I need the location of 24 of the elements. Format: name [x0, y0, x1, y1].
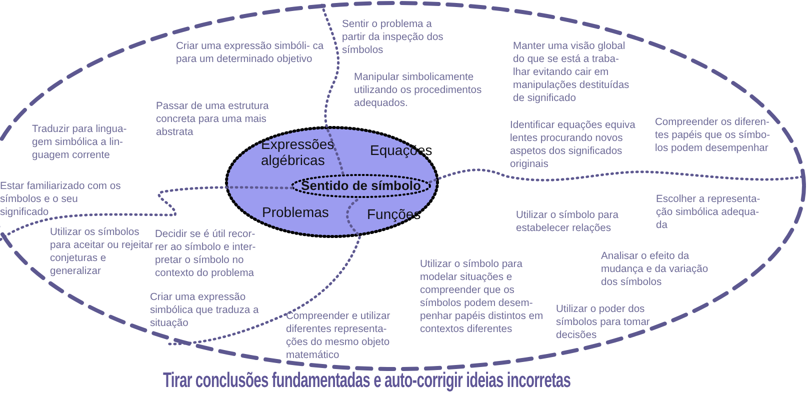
statement-text: Passar de uma estrutura concreta para uma mais abstrata: [156, 100, 270, 139]
outer-boundary: [0, 1, 806, 371]
statement-text: Estar familiarizado com os símbolos e o seu significado: [0, 180, 122, 219]
core-concept-oval: [291, 174, 431, 198]
statement-text: Sentir o problema a partir da inspeção dos símbolos: [342, 18, 444, 57]
banner-text: Tirar conclusões fundamentadas e auto-corrigir ideias incorretas: [163, 369, 571, 393]
statement-text: Criar uma expressão simbólica que traduza a situação: [150, 291, 260, 330]
statement-text: Utilizar o símbolo para modelar situações e compreender que os símbolos podem desem- penhar papéis distintos em contextos diferentes: [420, 258, 544, 336]
statement-text: Identificar equações equiva lentes procurando novos aspetos dos significados originais: [510, 119, 636, 171]
statement-text: Decidir se é útil recor- rer ao símbolo e inter- pretar o símbolo no contexto do problema: [155, 228, 257, 280]
statement-text: Utilizar o símbolo para estabelecer relações: [516, 209, 620, 235]
region-label: Expressões algébricas: [261, 136, 336, 168]
concept-title: Sentido de símbolo: [300, 178, 422, 194]
concept-oval: [225, 126, 439, 238]
statement-text: Compreender e utilizar diferentes representa- ções do mesmo objeto matemático: [286, 310, 392, 362]
statement-text: Manter uma visão global do que se está a traba- lhar evitando cair em manipulações destituídas de significado: [513, 40, 630, 105]
statement-text: Escolher a representa- ção simbólica adequa- da: [656, 193, 762, 232]
statement-text: Utilizar o poder dos símbolos para tomar decisões: [556, 303, 651, 342]
statement-text: Analisar o efeito da mudança e da variação dos símbolos: [601, 250, 710, 289]
statement-text: Manipular simbolicamente utilizando os procedimentos adequados.: [354, 71, 483, 110]
region-label: Problemas: [262, 204, 329, 220]
statement-text: Traduzir para lingua- gem simbólica a lin- guagem corrente: [32, 123, 128, 162]
statement-text: Criar uma expressão simbóli- ca para um determinado objetivo: [176, 40, 325, 66]
statement-text: Compreender os diferen- tes papéis que os símbo- los podem desempenhar: [655, 116, 772, 155]
